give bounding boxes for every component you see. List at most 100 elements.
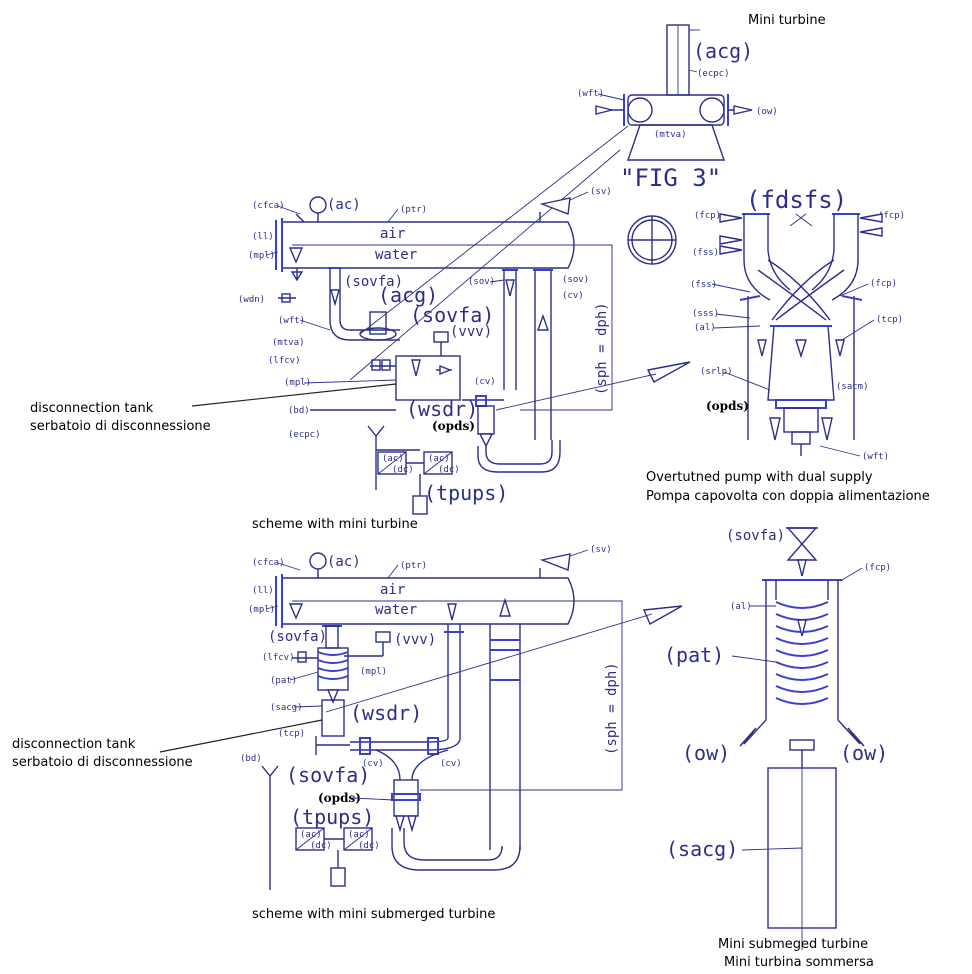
label-bd-2: (bd) — [240, 754, 262, 764]
label-ow-sub-a: (ow) — [682, 741, 730, 765]
svg-text:(ac): (ac) — [428, 454, 450, 464]
label-ac-1: (ac) — [327, 197, 361, 213]
caption-disc-tank-en-1: disconnection tank — [30, 401, 154, 416]
label-cfca-2: (cfca) — [252, 558, 285, 568]
label-water-1: water — [375, 247, 417, 263]
label-cfca-1: (cfca) — [252, 201, 285, 211]
air-compressor-icon-2 — [309, 552, 327, 570]
callout-line-turbine — [359, 125, 629, 335]
label-bd-1: (bd) — [288, 406, 310, 416]
fig-label: "FIG 3" — [620, 164, 721, 192]
label-wsdr-1: (wsdr) — [406, 397, 478, 421]
label-cv-1a: (cv) — [562, 291, 584, 301]
pump-opds-2 — [393, 779, 419, 817]
label-fcp-c: (fcp) — [870, 279, 897, 289]
svg-text:(dc): (dc) — [310, 841, 332, 851]
mini-turbine-figure: Mini turbine (acg) (ecpc) (wft) (ow) (mt… — [577, 13, 826, 192]
label-ecpc-1: (ecpc) — [288, 430, 321, 440]
label-pat-2: (pat) — [270, 676, 297, 686]
valve-top-icon — [786, 527, 818, 546]
reservoir-tank-1 — [281, 221, 575, 269]
label-wft-top: (wft) — [577, 89, 604, 99]
label-wft-pump: (wft) — [862, 452, 889, 462]
label-sovfa-2a: (sovfa) — [268, 629, 327, 645]
label-ll-2: (ll) — [252, 586, 274, 596]
label-acg-top: (acg) — [693, 39, 753, 63]
label-fcp-b: (fcp) — [878, 211, 905, 221]
label-sph-dph-2: (sph = dph) — [604, 662, 620, 755]
caption-overturned-en: Overtutned pump with dual supply — [646, 470, 873, 485]
label-tpups-1: (tpups) — [424, 481, 508, 505]
label-fcp-a: (fcp) — [694, 211, 721, 221]
svg-text:(dc): (dc) — [392, 465, 414, 475]
label-opds-2: (opds) — [318, 791, 361, 805]
label-sss: (sss) — [692, 309, 719, 319]
mini-turbine-title: Mini turbine — [748, 13, 826, 28]
label-mpl-2: (mpl) — [248, 605, 275, 615]
label-fdsfs: (fdsfs) — [746, 186, 847, 214]
label-mpl-1b: (mpl) — [284, 378, 311, 388]
label-tpups-2: (tpups) — [290, 805, 374, 829]
air-compressor-icon — [309, 196, 327, 214]
label-sacg-sub: (sacg) — [666, 837, 738, 861]
pointer-disc-tank-1 — [191, 383, 397, 407]
caption-disc-tank-it-2: serbatoio di disconnessione — [12, 755, 193, 770]
label-opds-1: (opds) — [432, 419, 475, 433]
caption-disc-tank-en-2: disconnection tank — [12, 737, 136, 752]
label-mpl-2b: (mpl) — [360, 667, 387, 677]
svg-text:(dc): (dc) — [438, 465, 460, 475]
turbine-base — [627, 124, 725, 161]
label-tcp-2: (tcp) — [278, 729, 305, 739]
svg-text:(dc): (dc) — [358, 841, 380, 851]
label-wdn-1: (wdn) — [238, 295, 265, 305]
label-sv-1: (sv) — [590, 187, 612, 197]
label-cv-2a: (cv) — [362, 759, 384, 769]
caption-scheme-mini-turbine: scheme with mini turbine — [252, 517, 418, 532]
label-fcp-sub: (fcp) — [864, 563, 891, 573]
caption-disc-tank-it-1: serbatoio di disconnessione — [30, 419, 211, 434]
label-ow-sub-b: (ow) — [840, 741, 888, 765]
label-cv-1b: (cv) — [474, 377, 496, 387]
label-srlp: (srlp) — [700, 367, 733, 377]
label-wsdr-2: (wsdr) — [350, 701, 422, 725]
label-ac-2: (ac) — [327, 554, 361, 570]
label-lfcv-1: (lfcv) — [268, 356, 301, 366]
label-al-sub: (al) — [730, 602, 752, 612]
label-wft-1: (wft) — [278, 316, 305, 326]
label-ptr-1: (ptr) — [400, 205, 427, 215]
label-air-1: air — [380, 226, 405, 242]
label-fss-b: (fss) — [690, 280, 717, 290]
pointer-disc-tank-2 — [159, 719, 323, 753]
label-sovfa-2b: (sovfa) — [286, 763, 370, 787]
label-water-2: water — [375, 602, 417, 618]
svg-text:(ac): (ac) — [382, 454, 404, 464]
label-sovfa-sub: (sovfa) — [726, 528, 785, 544]
pat-coil — [775, 601, 829, 705]
pump-body — [767, 325, 835, 401]
label-acg-1: (acg) — [378, 283, 438, 307]
label-air-2: air — [380, 582, 405, 598]
label-cv-2b: (cv) — [440, 759, 462, 769]
pump-opds-1 — [477, 405, 495, 435]
label-ptr-2: (ptr) — [400, 561, 427, 571]
label-sv-2: (sv) — [590, 545, 612, 555]
caption-submerged-it: Mini turbina sommersa — [724, 955, 874, 970]
label-sov-1b: (sov) — [562, 275, 589, 285]
turbine-body — [627, 94, 725, 126]
scheme-mini-turbine: air water (ac) (cfca) (ptr) (sv) (ll) (m… — [238, 187, 691, 515]
label-ow-top: (ow) — [756, 107, 778, 117]
scheme-submerged-turbine: air water (ac) (cfca) (ptr) (sv) (ll) (m… — [240, 545, 683, 890]
label-pat-sub: (pat) — [664, 643, 724, 667]
label-mtva-top: (mtva) — [654, 130, 687, 140]
submerged-turbine-figure: (sovfa) (fcp) (al) (pat) (ow) (ow) (sacg… — [664, 527, 891, 950]
label-ll-1: (ll) — [252, 232, 274, 242]
label-sph-dph-1: (sph = dph) — [594, 302, 610, 395]
label-opds-pump: (opds) — [706, 399, 749, 413]
label-sovfa-1a: (sovfa) — [344, 274, 403, 290]
label-al-top: (al) — [694, 323, 716, 333]
caption-overturned-it: Pompa capovolta con doppia alimentazione — [646, 489, 930, 504]
overturned-pump-figure: (fdsfs) (fcp) (fcp) (fss) (fss) (fcp) (s… — [627, 186, 905, 462]
label-vvv-2: (vvv) — [394, 632, 436, 648]
caption-submerged-en: Mini submeged turbine — [718, 937, 868, 952]
